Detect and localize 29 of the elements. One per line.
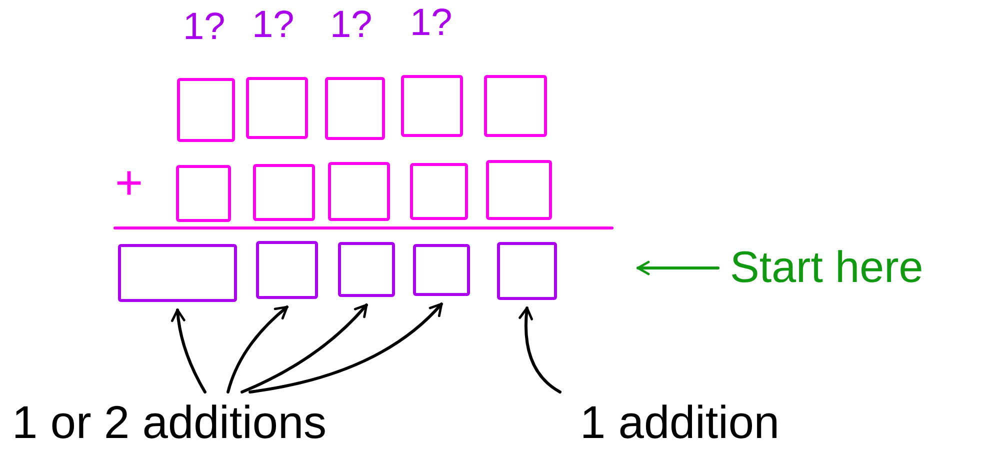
digit-box — [118, 244, 237, 302]
plus-sign: + — [115, 160, 144, 208]
carry-mark: 1? — [183, 8, 226, 46]
digit-box — [497, 242, 557, 300]
digit-box — [177, 78, 235, 142]
digit-box — [176, 165, 231, 222]
digit-box — [401, 75, 463, 137]
digit-box — [253, 164, 315, 221]
digit-box — [413, 244, 470, 296]
note-text: Start here — [730, 246, 924, 290]
digit-box — [325, 77, 385, 140]
digit-box — [484, 75, 547, 137]
digit-box — [256, 241, 318, 299]
arrow — [518, 306, 562, 394]
note-text: 1 or 2 additions — [12, 399, 327, 445]
carry-mark: 1? — [410, 4, 452, 42]
arrow — [226, 306, 288, 394]
digit-box — [486, 160, 552, 220]
carry-mark: 1? — [330, 6, 372, 44]
arrow — [248, 302, 443, 394]
carry-mark: 1? — [252, 6, 294, 44]
note-text: 1 addition — [580, 399, 780, 445]
digit-box — [246, 77, 308, 139]
digit-box — [328, 162, 390, 221]
arrow — [636, 260, 720, 276]
arrow — [240, 304, 368, 394]
digit-box — [338, 242, 395, 297]
arrow — [171, 308, 206, 394]
digit-box — [410, 163, 468, 220]
